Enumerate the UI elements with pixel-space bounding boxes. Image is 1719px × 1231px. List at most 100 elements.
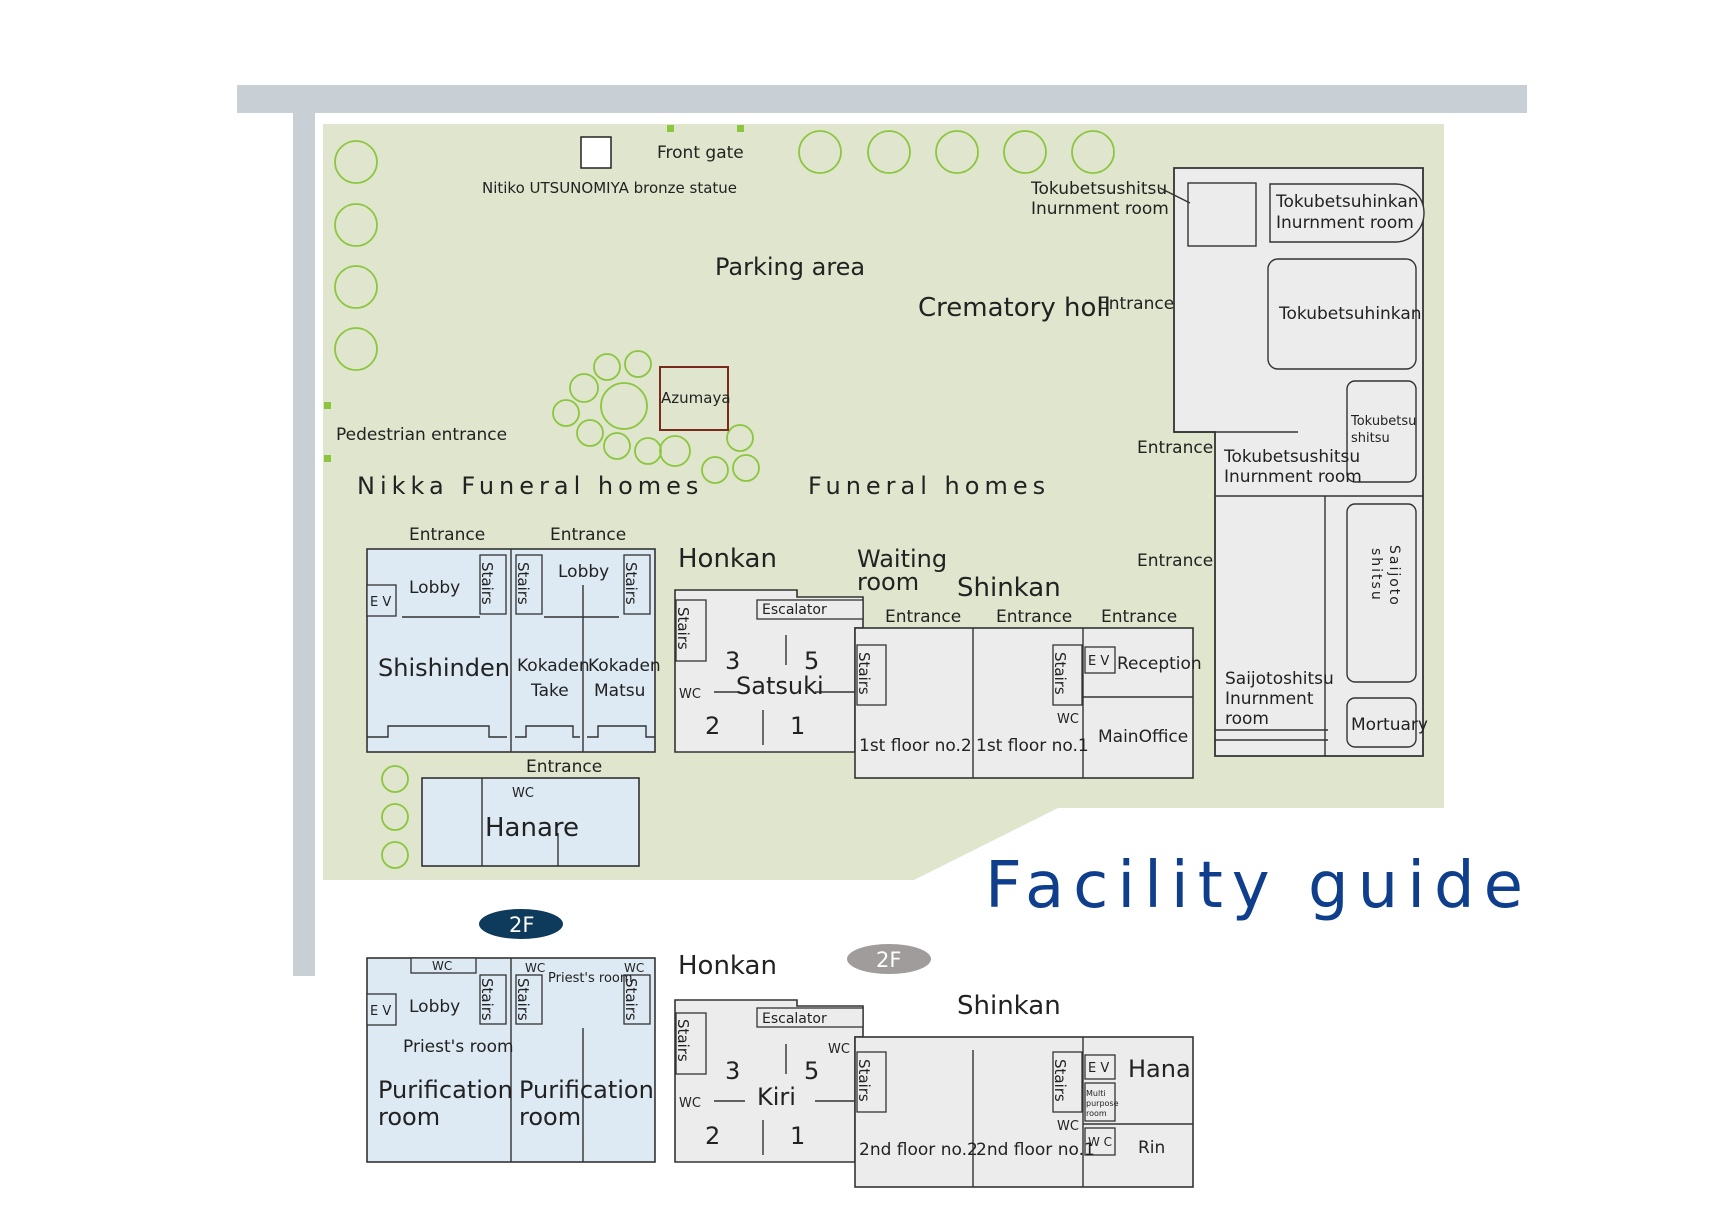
reception-label: Reception [1117,654,1202,674]
kokaden-take-a: Kokaden [517,656,590,676]
tokubetsushitsu-b: shitsu [1351,431,1390,446]
saijotoshitsu-a: Saijotoshitsu [1225,669,1334,689]
honkan-2f-room-2: 2 [705,1122,720,1150]
pedestrian-entrance-label: Pedestrian entrance [336,425,507,445]
nikka-2f-stairs-1: Stairs [478,978,496,1021]
mortuary-label: Mortuary [1351,715,1428,735]
tokubetsuhinkan-inurnment-b: Inurnment room [1276,213,1414,233]
tree-row-hanare [381,765,409,869]
honkan-1f-stairs: Stairs [674,607,692,650]
nikka-2f-lobby: Lobby [409,997,460,1017]
saijoto-shitsu-vertical-1: shitsu [1368,548,1384,602]
nikka-2f-ev: E V [370,1004,391,1019]
shinkan-1f-stairs-2: Stairs [1051,652,1069,695]
saijoto-shitsu-vertical-2: Saijoto [1386,545,1402,607]
road-top [237,85,1527,113]
nikka-2f-stairs-2: Stairs [514,978,532,1021]
azumaya [659,366,729,431]
waiting-room-line1: Waiting [857,545,947,573]
shinkan-entrance-2: Entrance [996,607,1072,627]
waiting-room-line2: room [857,568,919,596]
tree-cluster-azumaya [552,350,760,484]
honkan-2f-room-3: 3 [725,1057,740,1085]
nikka-stairs-1: Stairs [478,562,496,605]
shinkan-entrance-3: Entrance [1101,607,1177,627]
pedestrian-gate-marker-top [324,402,331,409]
crematory-entrance-1: Entrance [1098,294,1174,314]
badge-2f-nikka [479,909,563,939]
main-office-label: MainOffice [1098,727,1188,747]
honkan-2f-escalator: Escalator [762,1011,827,1027]
nikka-lobby-1: Lobby [409,578,460,598]
saijotoshitsu-b: Inurnment [1225,689,1314,709]
tokubetsuhinkan-label: Tokubetsuhinkan [1278,304,1422,324]
nikka-building-2f [366,957,656,1163]
shinkan-2f-stairs-2: Stairs [1051,1059,1069,1102]
shinkan-1f-ev: E V [1088,654,1109,669]
kokaden-matsu-b: Matsu [594,681,645,701]
tokubetsushitsu-inurnment-1: Tokubetsushitsu [1030,179,1167,199]
honkan-1f-room-5: 5 [804,647,819,675]
purification-room-1a: Purification [378,1076,513,1104]
hanare-building [421,777,640,867]
crematory-entrance-2: Entrance [1137,438,1213,458]
purification-room-1b: room [378,1103,440,1131]
kiri-label: Kiri [757,1083,796,1111]
rin-label: Rin [1138,1138,1165,1158]
shinkan-building-1f [854,627,1194,779]
honkan-1f-wc: WC [679,687,701,702]
hanare-entrance: Entrance [526,757,602,777]
satsuki-label: Satsuki [736,672,824,700]
honkan-2f-stairs: Stairs [674,1019,692,1062]
statue-label: Nitiko UTSUNOMIYA bronze statue [482,179,737,197]
shinkan-2f-ev: E V [1088,1061,1109,1076]
kokaden-take-b: Take [530,681,569,701]
azumaya-label: Azumaya [661,389,731,407]
front-gate-marker-right [737,125,744,132]
multi-purpose-c: room [1086,1109,1107,1118]
multi-purpose-b: purpose [1086,1099,1119,1108]
honkan-1f-room-2: 2 [705,712,720,740]
crematory-entrance-3: Entrance [1137,551,1213,571]
nikka-funeral-homes-label: Nikka Funeral homes [357,472,703,500]
shinkan-entrance-1: Entrance [885,607,961,627]
honkan-2f-title: Honkan [678,951,777,981]
bronze-statue [580,136,612,169]
honkan-1f-room-1: 1 [790,712,805,740]
hanare-wc: WC [512,786,534,801]
tokubetsushitsu-inurnment-1b: Inurnment room [1031,199,1169,219]
nikka-ev-1f: E V [370,595,391,610]
nikka-stairs-2: Stairs [514,562,532,605]
shinkan-2f-wc-2: W C [1088,1135,1112,1149]
honkan-building-1f [674,589,864,753]
nikka-2f-stairs-3: Stairs [622,978,640,1021]
nikka-entrance-1: Entrance [409,525,485,545]
nikka-2f-priests-room-small: Priest's room [548,971,633,986]
tree-row-top [798,130,1115,174]
shinkan-2f-title: Shinkan [957,991,1061,1021]
badge-2f-main-label: 2F [876,948,901,972]
badge-2f-nikka-label: 2F [509,913,534,937]
funeral-homes-label: Funeral homes [808,472,1050,500]
nikka-2f-wc-1: WC [432,959,452,973]
honkan-1f-title: Honkan [678,544,777,574]
nikka-2f-wc-2: WC [525,961,545,975]
honkan-building-2f [674,999,864,1163]
multi-purpose-a: Multi [1086,1089,1106,1098]
nikka-lobby-2: Lobby [558,562,609,582]
shinkan-1f-hall-1: 1st floor no.1 [976,736,1089,756]
honkan-1f-room-3: 3 [725,647,740,675]
tokubetsushitsu-a: Tokubetsu [1350,414,1416,429]
facility-guide-title: Facility guide [985,849,1532,923]
hanare-label: Hanare [485,813,579,843]
badge-2f-main [847,944,931,974]
shinkan-1f-title: Shinkan [957,573,1061,603]
pedestrian-gate-marker-bottom [324,455,331,462]
shishinden-label: Shishinden [378,654,510,682]
shinkan-1f-wc: WC [1057,712,1079,727]
tokubetsushitsu-inurnment-2b: Inurnment room [1224,467,1362,487]
nikka-building-1f [366,548,656,753]
kokaden-matsu-a: Kokaden [588,656,661,676]
tokubetsuhinkan-inurnment-a: Tokubetsuhinkan [1275,192,1419,212]
